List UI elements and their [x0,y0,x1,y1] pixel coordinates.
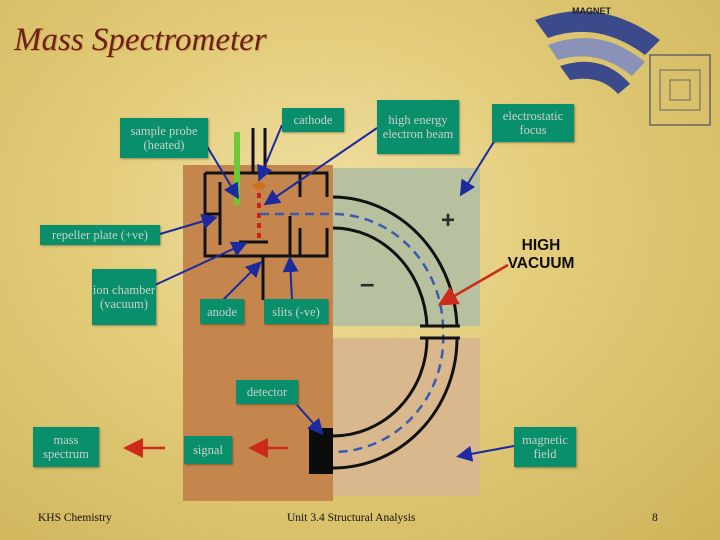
label-electrostatic-focus: electrostatic focus [492,104,574,142]
footer-center: Unit 3.4 Structural Analysis [287,512,416,524]
magnet-logo: MAGNET [535,6,711,126]
label-repeller-plate: repeller plate (+ve) [40,225,160,245]
label-slits: slits (-ve) [264,299,328,324]
label-signal: signal [184,436,232,464]
footer-left: KHS Chemistry [38,512,112,524]
upper-vacuum-region [333,168,480,326]
lower-field-region [333,338,480,496]
slide-title: Mass Spectrometer [14,22,267,58]
magnet-logo-text: MAGNET [572,6,611,16]
label-magnetic-field: magnetic field [514,427,576,467]
label-electron-beam: high energy electron beam [377,100,459,154]
label-anode: anode [200,299,244,324]
label-detector: detector [236,380,298,404]
detector-block [309,428,333,474]
label-sample-probe: sample probe (heated) [120,118,208,158]
ion-chamber [203,128,329,300]
plus-sign: + [441,207,455,234]
label-mass-spectrum: mass spectrum [33,427,99,467]
label-ion-chamber: ion chamber (vacuum) [92,269,156,325]
label-cathode: cathode [282,108,344,132]
signal-arrows [123,263,509,458]
label-arrows [154,124,515,462]
minus-sign: – [360,268,374,298]
page-number: 8 [652,512,658,524]
cathode-glow [253,182,265,190]
high-vacuum-label: HIGH VACUUM [507,237,575,272]
